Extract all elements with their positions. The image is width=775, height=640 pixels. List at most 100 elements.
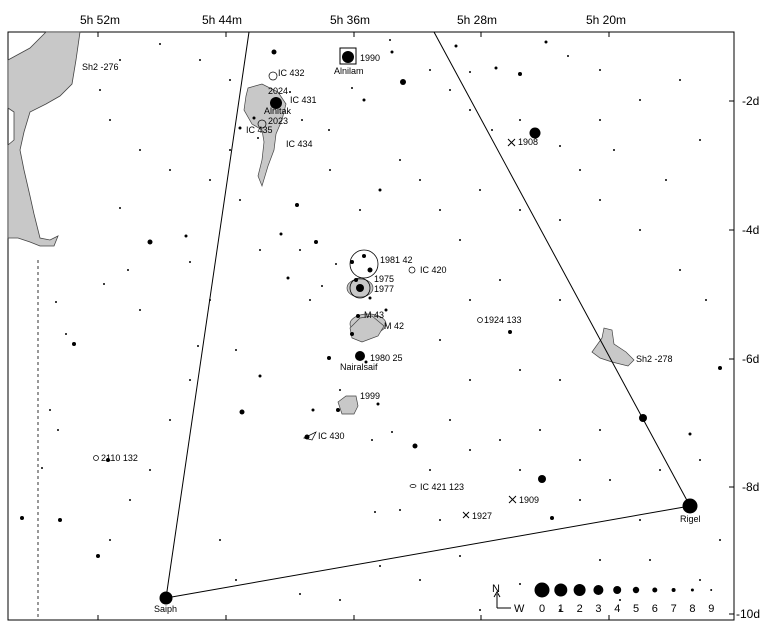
dec-label-4: -8d bbox=[742, 480, 759, 494]
nebula-m42-lobe bbox=[349, 315, 385, 343]
field-star bbox=[508, 330, 512, 334]
field-star bbox=[469, 379, 471, 381]
field-star bbox=[301, 119, 303, 121]
field-star bbox=[550, 516, 554, 520]
magnitude-swatch-0 bbox=[534, 582, 550, 598]
field-star bbox=[559, 219, 561, 221]
field-star bbox=[109, 119, 111, 121]
field-star bbox=[368, 296, 372, 300]
field-star bbox=[304, 434, 310, 440]
obj-label-ic432: IC 432 bbox=[278, 68, 305, 78]
magnitude-label-9: 9 bbox=[708, 603, 714, 615]
field-star bbox=[390, 50, 394, 54]
star-alnitak bbox=[270, 97, 282, 109]
obj-label-ic435: IC 435 bbox=[246, 125, 273, 135]
field-star bbox=[127, 269, 129, 271]
field-star bbox=[367, 267, 373, 273]
obj-label-1975: 1975 bbox=[374, 274, 394, 284]
field-star bbox=[699, 459, 701, 461]
field-star bbox=[20, 516, 24, 520]
field-star bbox=[362, 98, 366, 102]
field-star bbox=[599, 199, 601, 201]
field-star bbox=[239, 199, 241, 201]
field-star bbox=[219, 539, 221, 541]
obj-label-m43: M 43 bbox=[364, 310, 384, 320]
obj-label-1990: 1990 bbox=[360, 53, 380, 63]
obj-label-1924: 1924 133 bbox=[484, 315, 522, 325]
field-star bbox=[149, 469, 151, 471]
field-star bbox=[371, 439, 373, 441]
dec-label-2: -4d bbox=[742, 223, 759, 237]
field-star bbox=[659, 469, 661, 471]
nebula-ic-434 bbox=[243, 83, 287, 188]
field-star bbox=[299, 249, 301, 251]
field-star bbox=[49, 409, 51, 411]
field-star bbox=[579, 459, 581, 461]
field-star bbox=[328, 129, 330, 131]
field-star bbox=[259, 249, 261, 251]
field-star bbox=[519, 119, 521, 121]
ra-label-3: 5h 36m bbox=[330, 13, 370, 27]
field-star bbox=[238, 126, 242, 130]
field-star bbox=[559, 145, 561, 147]
nebula-1990-box bbox=[339, 47, 357, 65]
field-star bbox=[271, 49, 277, 55]
field-star bbox=[327, 356, 331, 360]
field-star bbox=[119, 207, 121, 209]
ic-435-ring bbox=[257, 119, 267, 129]
magnitude-swatch-9 bbox=[710, 589, 713, 591]
field-star bbox=[518, 72, 522, 76]
field-star bbox=[99, 89, 101, 91]
field-star bbox=[189, 379, 191, 381]
obj-label-m42: M 42 bbox=[384, 321, 404, 331]
nebula-1999 bbox=[337, 395, 359, 415]
galaxy-2110-ring bbox=[93, 455, 99, 461]
magnitude-swatch-2 bbox=[573, 584, 586, 596]
field-star bbox=[439, 519, 441, 521]
field-star bbox=[58, 518, 62, 522]
field-star bbox=[559, 609, 561, 611]
field-star bbox=[391, 431, 393, 433]
galaxy-1924-ring bbox=[477, 317, 483, 323]
nebula-sh2-276 bbox=[7, 31, 81, 247]
field-star bbox=[400, 79, 406, 85]
field-star bbox=[189, 261, 191, 263]
magnitude-swatch-4 bbox=[613, 586, 622, 594]
compass-west: W bbox=[514, 603, 525, 615]
field-star bbox=[454, 44, 458, 48]
obj-label-2023: 2023 bbox=[268, 116, 288, 126]
field-star bbox=[705, 299, 707, 301]
field-star bbox=[295, 203, 299, 207]
ra-label-2: 5h 44m bbox=[202, 13, 242, 27]
field-star bbox=[376, 402, 380, 406]
magnitude-label-3: 3 bbox=[595, 603, 601, 615]
frame-ticks bbox=[97, 32, 734, 620]
field-star bbox=[329, 169, 331, 171]
field-star bbox=[399, 159, 401, 161]
field-star bbox=[286, 276, 290, 280]
field-star bbox=[159, 43, 161, 45]
field-star bbox=[609, 479, 611, 481]
star-bright-2 bbox=[639, 414, 647, 422]
obj-label-1908: 1908 bbox=[518, 137, 538, 147]
field-star bbox=[239, 409, 245, 415]
field-star bbox=[469, 449, 471, 451]
obj-label-1999: 1999 bbox=[360, 391, 380, 401]
cross-marks bbox=[462, 138, 517, 519]
field-star bbox=[356, 314, 360, 318]
dec-label-3: -6d bbox=[742, 352, 759, 366]
field-star bbox=[599, 119, 601, 121]
field-star bbox=[354, 278, 358, 282]
field-star bbox=[57, 429, 59, 431]
field-star bbox=[351, 87, 353, 89]
field-star bbox=[119, 59, 121, 61]
magnitude-swatch-3 bbox=[593, 585, 604, 595]
field-star bbox=[639, 99, 641, 101]
obj-label-1980: 1980 25 bbox=[370, 353, 403, 363]
field-star bbox=[311, 408, 315, 412]
field-star bbox=[103, 283, 105, 285]
field-star bbox=[699, 579, 701, 581]
field-star bbox=[169, 419, 171, 421]
obj-label-ic421: IC 421 123 bbox=[420, 482, 464, 492]
field-star bbox=[184, 234, 188, 238]
